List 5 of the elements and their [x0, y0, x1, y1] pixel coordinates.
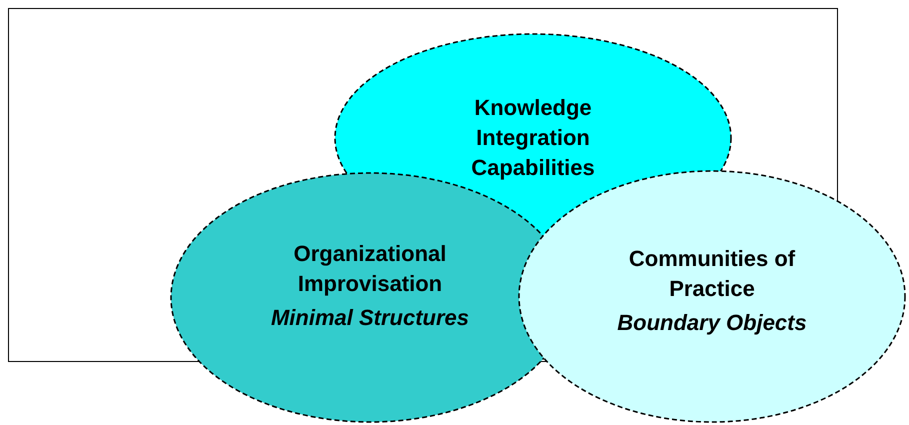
ellipse-title: Communities of Practice: [628, 244, 796, 302]
ellipse-title: Organizational Improvisation: [292, 240, 448, 298]
ellipse-subtitle: Boundary Objects: [617, 308, 807, 337]
ellipse-subtitle: Minimal Structures: [270, 304, 470, 332]
ellipse-title: Knowledge Integration Capabilities: [470, 94, 596, 182]
